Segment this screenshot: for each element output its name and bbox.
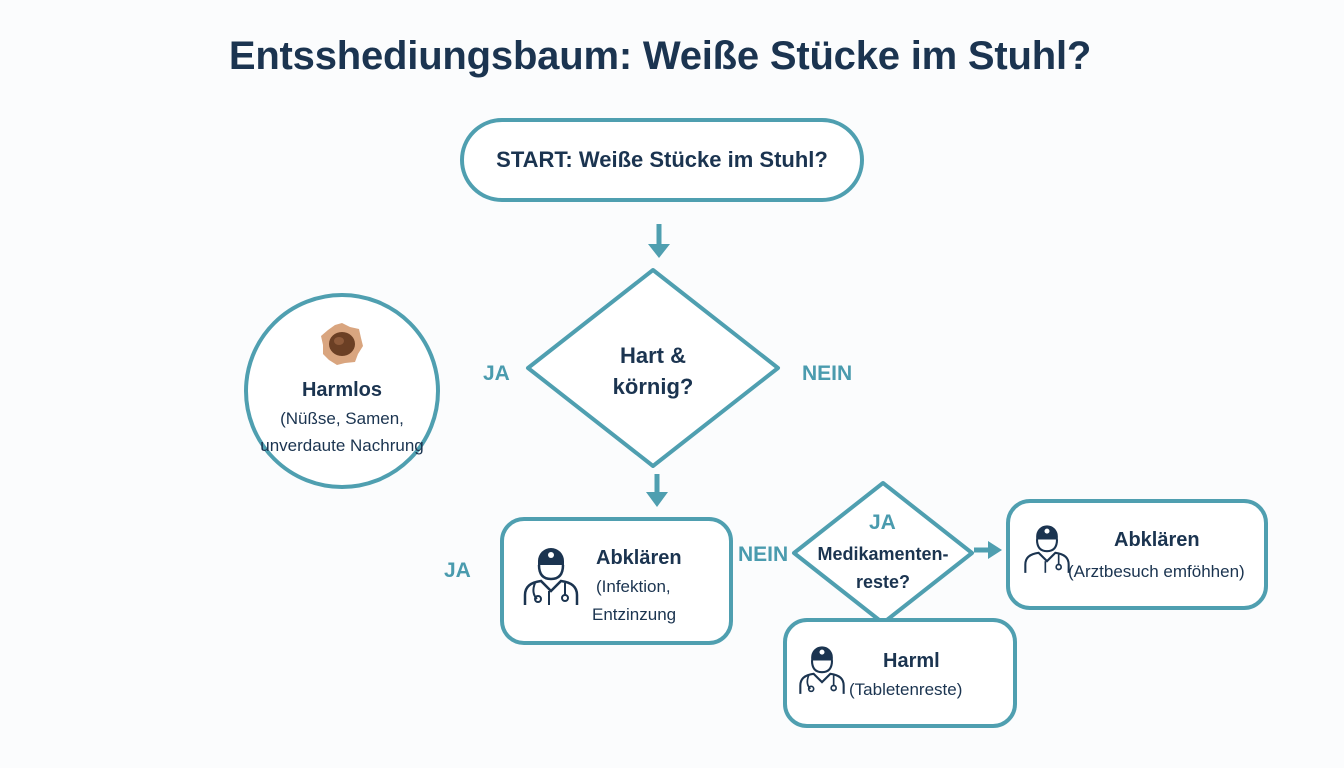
clarify-infection-title: Abklären <box>596 547 682 569</box>
decision-diamond-main <box>526 268 780 468</box>
edge-label-meds-ja: JA <box>869 511 896 534</box>
decision-main-text: Hart & körnig? <box>553 340 753 402</box>
harmless-line2: unverdaute Nachrung <box>260 436 424 455</box>
harmless-title: Harmlos <box>301 379 383 401</box>
decision-main-line1: Hart & <box>619 343 686 368</box>
arrow-start-to-decision <box>648 224 670 258</box>
doctor-icon <box>521 541 581 612</box>
nut-icon <box>319 321 365 372</box>
clarify-infection-line2: Entzinzung <box>592 605 677 624</box>
doctor-icon <box>797 640 847 701</box>
clarify-doctor-node: Abklären (Arztbesuch emföhhen) <box>1006 499 1268 610</box>
arrow-meds-to-doctor <box>974 541 1002 559</box>
edge-label-meds-nein: NEIN <box>738 543 789 566</box>
harmless-node: Harmlos (Nüßse, Samen, unverdaute Nachru… <box>244 293 440 489</box>
edge-label-main-ja: JA <box>483 362 510 385</box>
harml-tablets-title: Harml <box>883 650 940 672</box>
clarify-infection-line1: (Infektion, <box>596 577 671 596</box>
diagram-title: Entsshediungsbaum: Weiße Stücke im Stuhl… <box>228 34 1092 78</box>
decision-meds-line1: Medikamenten- <box>817 544 949 564</box>
harml-tablets-line1: (Tabletenreste) <box>849 680 963 699</box>
start-node: START: Weiße Stücke im Stuhl? <box>460 118 864 202</box>
start-node-label: START: Weiße Stücke im Stuhl? <box>496 147 828 172</box>
clarify-infection-node: Abklären (Infektion, Entzinzung <box>500 517 733 645</box>
doctor-icon <box>1022 519 1072 580</box>
clarify-doctor-title: Abklären <box>1114 529 1200 551</box>
harmless-line1: (Nüßse, Samen, <box>280 409 404 428</box>
harml-tablets-node: Harml (Tabletenreste) <box>783 618 1017 728</box>
edge-label-left-ja: JA <box>444 559 471 582</box>
decision-main-line2: körnig? <box>612 374 694 399</box>
edge-label-main-nein: NEIN <box>802 362 853 385</box>
decision-meds-text: Medikamenten- reste? <box>793 540 973 596</box>
arrow-decision-to-clarify <box>646 474 668 507</box>
clarify-doctor-line1: (Arztbesuch emföhhen) <box>1068 562 1245 581</box>
decision-meds-line2: reste? <box>855 572 911 592</box>
